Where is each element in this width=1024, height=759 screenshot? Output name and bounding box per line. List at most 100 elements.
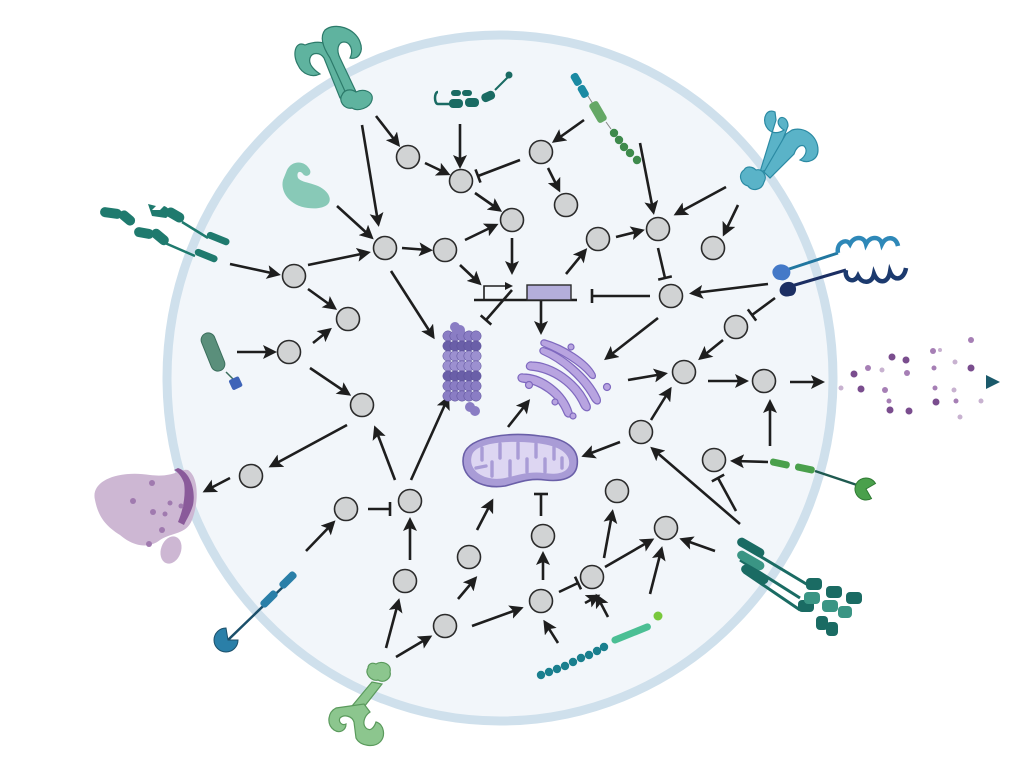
signaling-node: [395, 144, 421, 170]
signaling-node: [604, 478, 630, 504]
signaling-node: [432, 613, 458, 639]
secretion-output: [838, 337, 1000, 420]
cytosolic-enzyme: [282, 162, 330, 209]
secretion-arrow-icon: [986, 375, 1000, 389]
activation-arrow: [543, 619, 560, 644]
proteasome-icon: [442, 322, 482, 416]
receptor-left-ig: [100, 204, 230, 263]
signaling-node: [701, 447, 727, 473]
activation-arrow: [650, 446, 741, 525]
activation-arrow: [546, 167, 561, 193]
activation-arrow: [551, 118, 585, 143]
activation-arrow: [464, 223, 499, 242]
activation-arrow: [604, 316, 659, 361]
activation-arrow: [305, 520, 336, 552]
activation-arrow: [395, 635, 433, 659]
activation-arrow: [372, 425, 397, 481]
activation-arrow: [474, 191, 503, 212]
gene-promoter: [474, 282, 577, 302]
activation-arrow: [307, 287, 338, 310]
activation-arrow: [673, 185, 727, 216]
signaling-node: [397, 488, 423, 514]
activation-arrow: [475, 498, 494, 531]
activation-arrow: [506, 399, 531, 428]
receptor-top-chain: [433, 71, 513, 108]
activation-arrow: [679, 536, 716, 553]
activation-arrow: [649, 386, 672, 421]
signaling-node: [723, 314, 749, 340]
receptor-right-pacman: [769, 458, 877, 501]
signaling-edges: [202, 115, 825, 659]
signaling-node: [530, 523, 556, 549]
receptor-top-right-beads: [570, 72, 642, 165]
signaling-node: [653, 515, 679, 541]
activation-arrow: [457, 576, 478, 600]
activation-arrow: [627, 368, 668, 383]
signaling-node: [671, 359, 697, 385]
signaling-node: [528, 588, 554, 614]
activation-arrow: [615, 226, 645, 240]
activation-arrow: [384, 598, 403, 649]
receptor-bottom-dimer: [328, 661, 391, 747]
signaling-node: [276, 339, 302, 365]
receptor-bottom-right-cluster: [737, 537, 862, 636]
signaling-node: [432, 237, 458, 263]
signaling-node: [751, 368, 777, 394]
signaling-node: [628, 419, 654, 445]
signaling-node: [238, 463, 264, 489]
promoter-arrow-icon: [505, 282, 513, 290]
activation-arrow: [336, 205, 374, 240]
cell-membrane: [162, 30, 838, 726]
activation-arrow: [722, 204, 740, 237]
activation-arrow: [389, 270, 435, 340]
activation-arrow: [581, 440, 621, 459]
activation-arrow: [459, 264, 482, 286]
activation-arrow: [595, 593, 610, 618]
activation-arrow: [471, 605, 524, 628]
golgi-icon: [517, 339, 612, 420]
signaling-node: [372, 235, 398, 261]
activation-arrow: [409, 395, 450, 481]
receptor-left-rod: [200, 332, 243, 390]
inhibition-edge: [656, 247, 667, 279]
signaling-nodes: [238, 139, 777, 639]
activation-arrow: [638, 142, 659, 215]
activation-arrow: [602, 509, 618, 559]
activation-arrow: [309, 366, 352, 396]
activation-arrow: [604, 538, 655, 569]
activation-arrow: [202, 476, 231, 493]
signaling-node: [645, 216, 671, 242]
inhibition-edge: [485, 289, 513, 321]
receptor-top-left-dimer: [294, 25, 373, 111]
inhibition-edge: [477, 158, 521, 178]
activation-arrow: [564, 248, 588, 275]
receptor-bottom-left-pacman: [213, 571, 297, 653]
mitochondrion-icon: [462, 433, 579, 488]
signaling-node: [553, 192, 579, 218]
signaling-node: [579, 564, 605, 590]
activation-arrow: [268, 423, 348, 468]
exocytosis-vesicle: [94, 468, 197, 564]
activation-arrow: [307, 247, 371, 267]
signaling-node: [700, 235, 726, 261]
signaling-node: [333, 496, 359, 522]
signaling-node: [335, 306, 361, 332]
signaling-node: [456, 544, 482, 570]
gene-box: [526, 284, 572, 301]
signaling-node: [528, 139, 554, 165]
inhibition-edge: [751, 296, 776, 317]
signaling-node: [349, 392, 375, 418]
cell: [162, 30, 838, 726]
activation-arrow: [374, 115, 401, 147]
activation-arrow: [648, 546, 666, 595]
signaling-node: [499, 207, 525, 233]
activation-arrow: [698, 338, 724, 361]
signaling-node: [448, 168, 474, 194]
inhibition-edge: [716, 477, 738, 512]
activation-arrow: [424, 161, 451, 176]
receptor-right-coil: [772, 235, 909, 297]
signaling-node: [281, 263, 307, 289]
signaling-node: [585, 226, 611, 252]
